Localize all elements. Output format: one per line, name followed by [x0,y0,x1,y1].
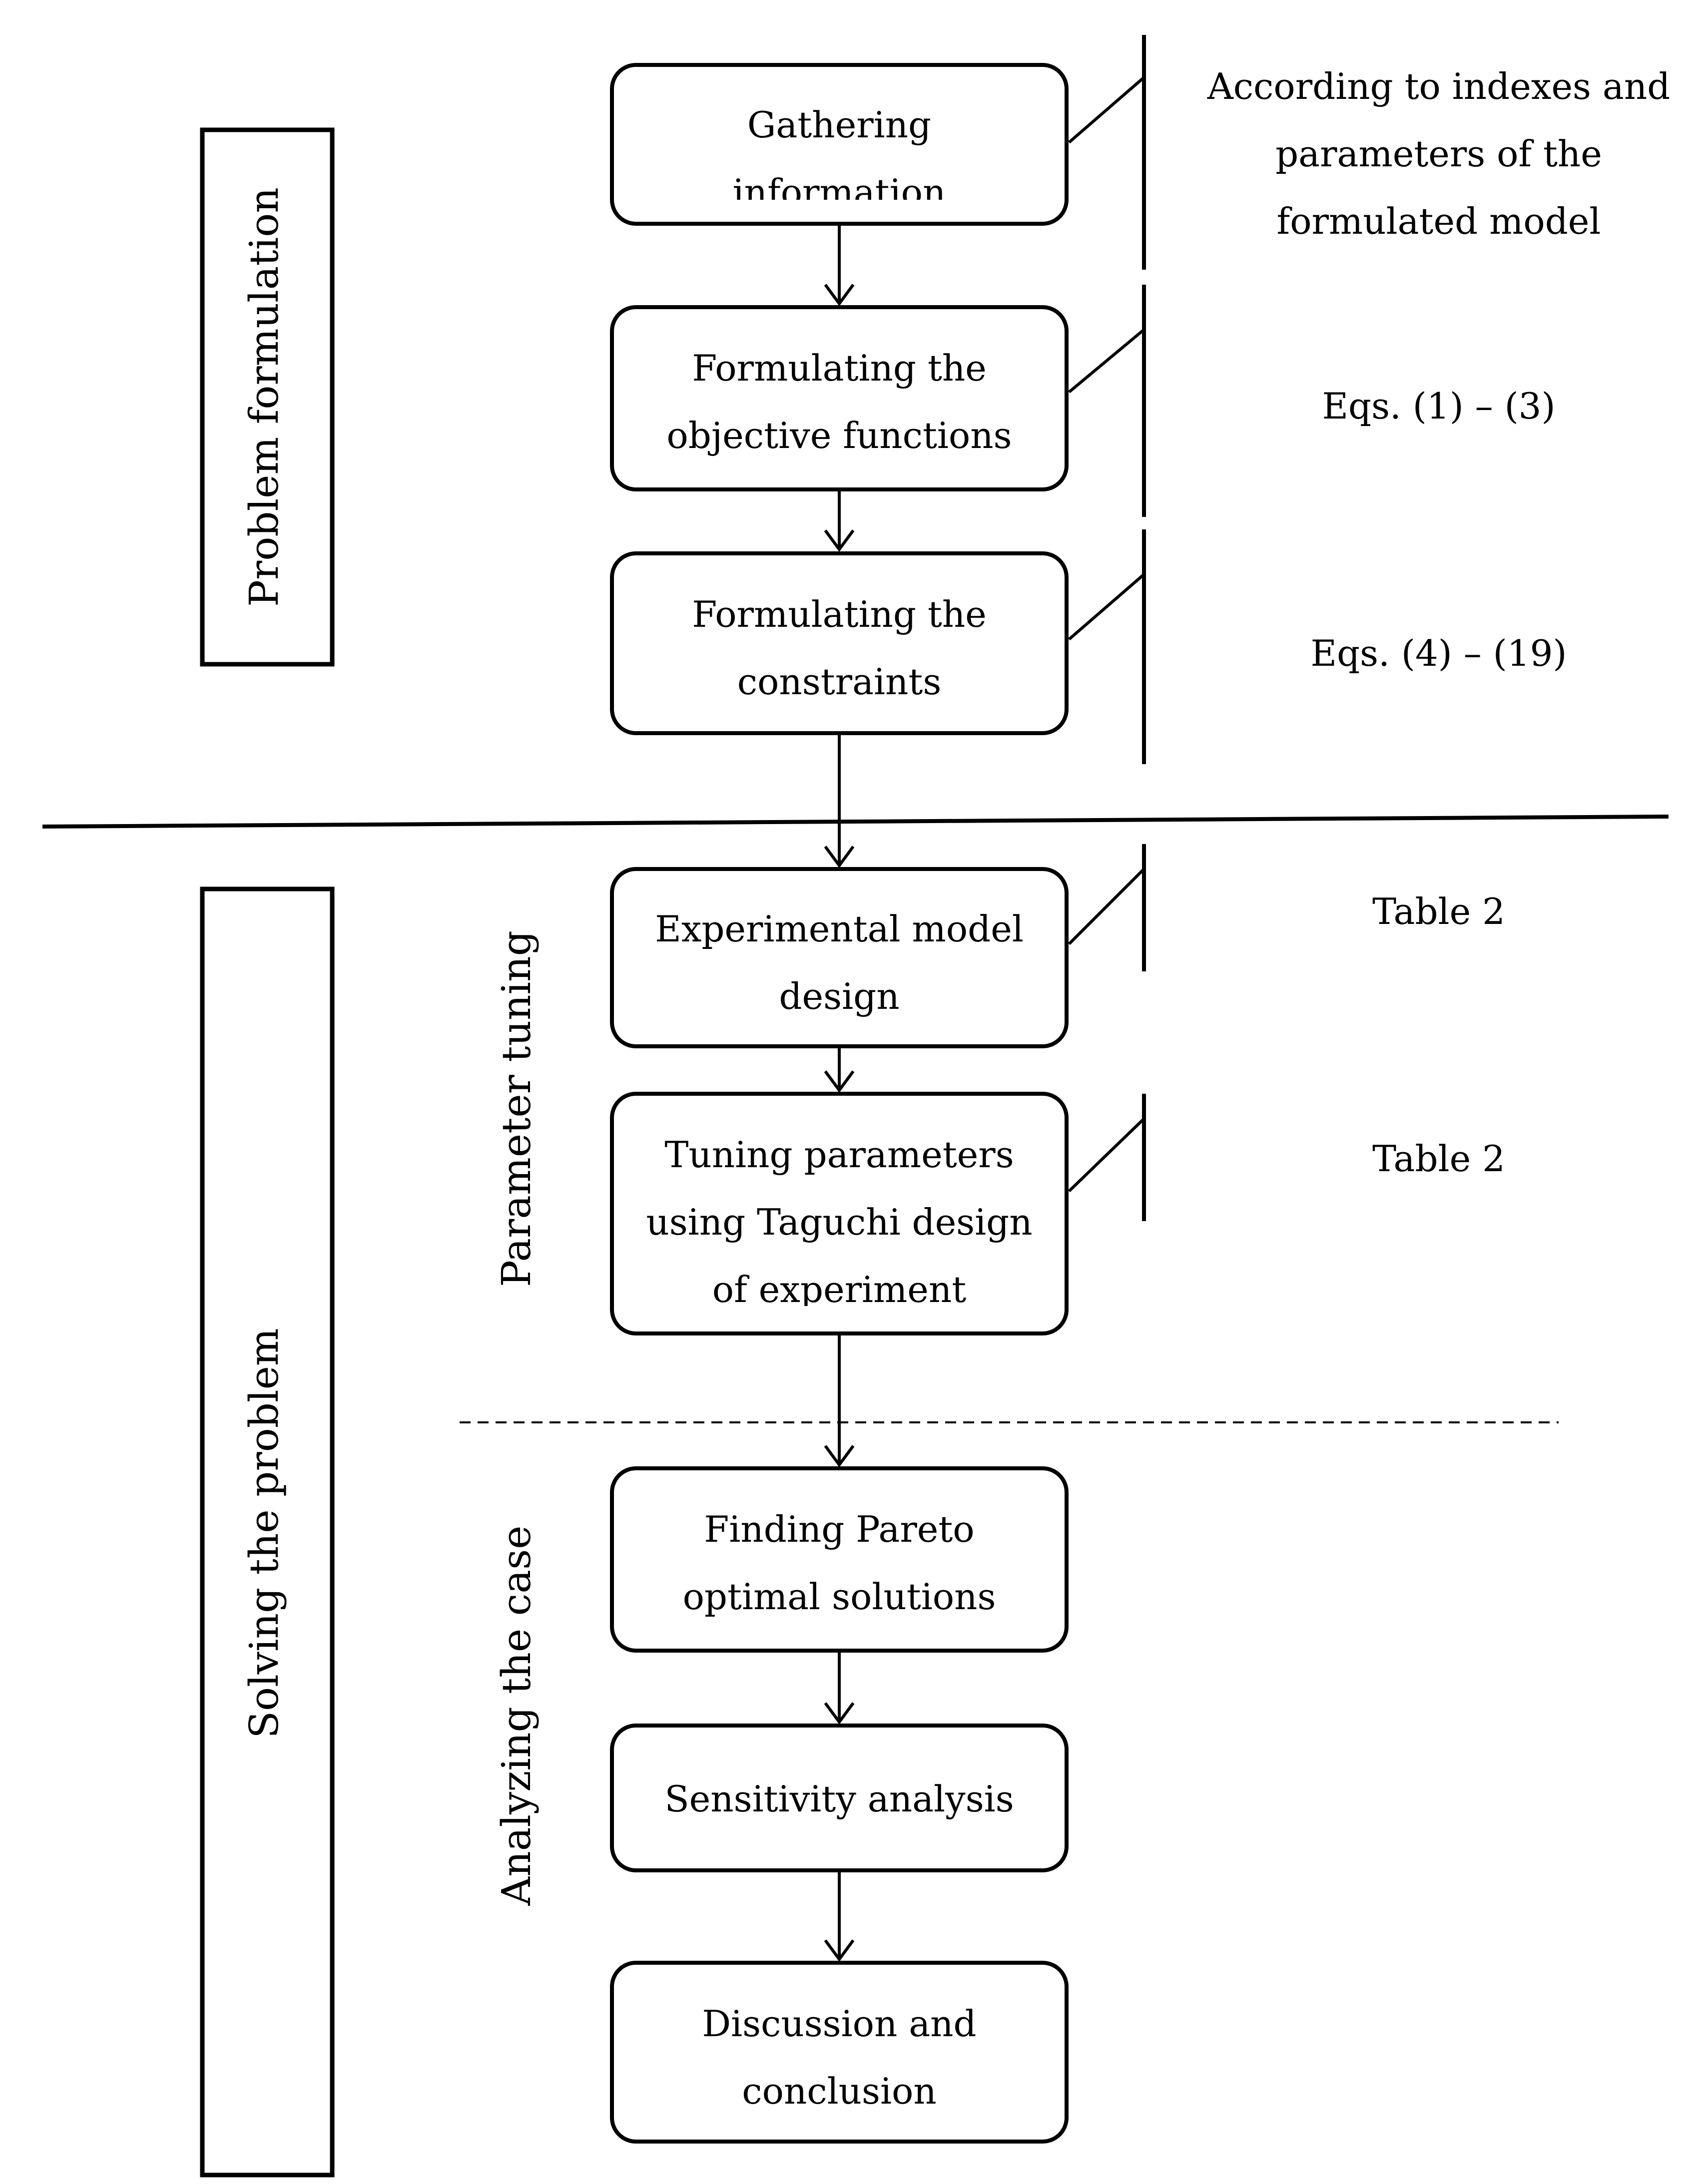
step-3-line-1: Formulating the [692,593,987,635]
note-tick-1 [1068,76,1145,144]
step-6-line-2: optimal solutions [683,1576,996,1618]
note-tick-3 [1068,573,1145,641]
note-4: Table 2 [1372,890,1505,932]
step-discussion-conclusion [610,1961,1069,2144]
step-7-line-1: Sensitivity analysis [664,1778,1014,1820]
note-1-line-1: According to indexes and [1207,65,1671,107]
step-formulating-constraints [610,551,1069,735]
step-experimental-model-design [610,867,1069,1048]
step-2-line-1: Formulating the [692,347,987,389]
note-1-line-2: parameters of the [1275,133,1602,175]
step-2-line-2: objective functions [666,415,1012,456]
note-1-line-3: formulated model [1277,200,1601,242]
arrow-3 [824,733,855,869]
parameter-tuning-label: Parameter tuning [493,930,540,1287]
step-finding-pareto-solutions [610,1466,1069,1653]
step-1-line-2: information [733,171,946,213]
solving-problem-box [200,886,335,2178]
problem-formulation-box [200,127,335,667]
step-6-line-1: Finding Pareto [704,1508,974,1550]
step-8-line-2: conclusion [742,2070,936,2112]
note-tick-5 [1068,1117,1145,1193]
note-5: Table 2 [1372,1138,1505,1180]
arrow-1 [824,224,855,307]
step-3-line-2: constraints [737,661,942,703]
step-4-line-2: design [779,975,899,1017]
note-3: Eqs. (4) – (19) [1311,632,1567,674]
arrow-6 [824,1651,855,1725]
solving-problem-label: Solving the problem [241,1328,287,1739]
step-tuning-parameters [610,1092,1069,1335]
analyzing-case-label: Analyzing the case [493,1525,540,1906]
arrow-5 [824,1333,855,1468]
note-2: Eqs. (1) – (3) [1322,385,1555,427]
problem-formulation-label: Problem formulation [241,187,287,607]
note-tick-4 [1068,868,1145,945]
note-tick-2 [1068,328,1145,394]
step-8-line-1: Discussion and [702,2003,976,2045]
arrow-4 [824,1046,855,1093]
arrow-2 [824,489,855,552]
step-formulating-objective-functions [610,305,1069,491]
step-gathering-information [610,63,1069,226]
step-5-line-3: of experiment [712,1269,966,1310]
step-4-line-1: Experimental model [655,908,1024,950]
step-5-line-1: Tuning parameters [664,1134,1014,1176]
step-sensitivity-analysis [610,1724,1069,1872]
step-5-line-2: using Taguchi design [646,1201,1032,1243]
arrow-7 [824,1870,855,1962]
step-1-line-1: Gathering [747,104,931,146]
section-divider-solid [42,815,1669,829]
